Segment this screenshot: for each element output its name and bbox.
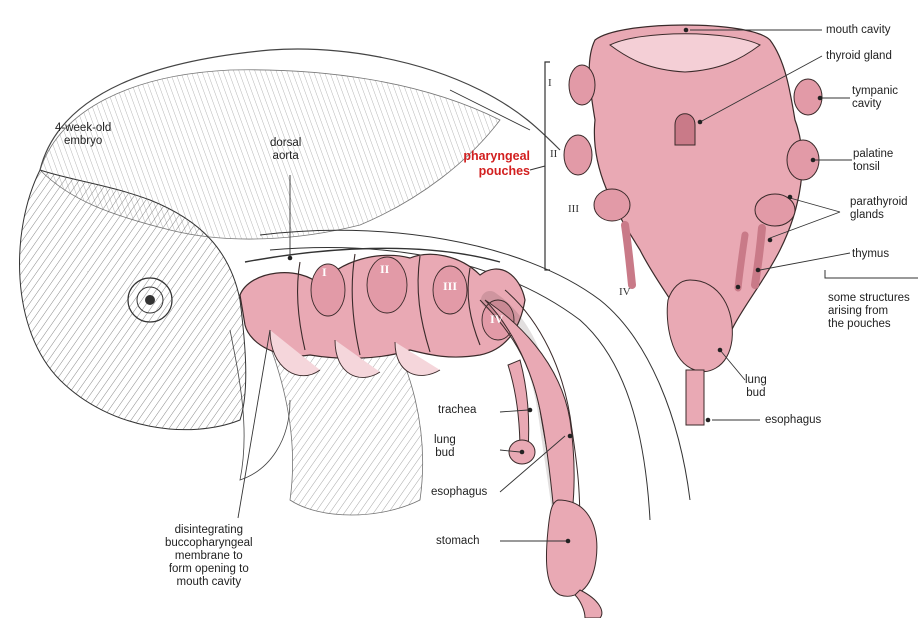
- numeral-embryo-2: II: [380, 262, 389, 277]
- numeral-embryo-3: III: [443, 279, 457, 294]
- numeral-side-1: I: [548, 77, 552, 89]
- label-mouth-cavity: mouth cavity: [826, 24, 891, 37]
- numeral-embryo-4: IV: [490, 312, 503, 327]
- label-disintegrating-membrane: disintegrating buccopharyngeal membrane …: [165, 524, 253, 589]
- numeral-embryo-1: I: [322, 265, 327, 280]
- label-some-structures: some structures arising from the pouches: [828, 292, 910, 331]
- some-structures-bracket: [825, 270, 918, 278]
- label-thyroid-gland: thyroid gland: [826, 50, 892, 63]
- label-esophagus-left: esophagus: [431, 486, 487, 499]
- label-esophagus-right: esophagus: [765, 414, 821, 427]
- pharynx-floor: [564, 25, 822, 425]
- pouches-bracket: [545, 62, 550, 270]
- numeral-side-3: III: [568, 203, 579, 215]
- label-stomach: stomach: [436, 535, 479, 548]
- label-thymus: thymus: [852, 248, 889, 261]
- numeral-side-2: II: [550, 148, 557, 160]
- numeral-side-4: IV: [619, 286, 631, 298]
- label-trachea: trachea: [438, 404, 476, 417]
